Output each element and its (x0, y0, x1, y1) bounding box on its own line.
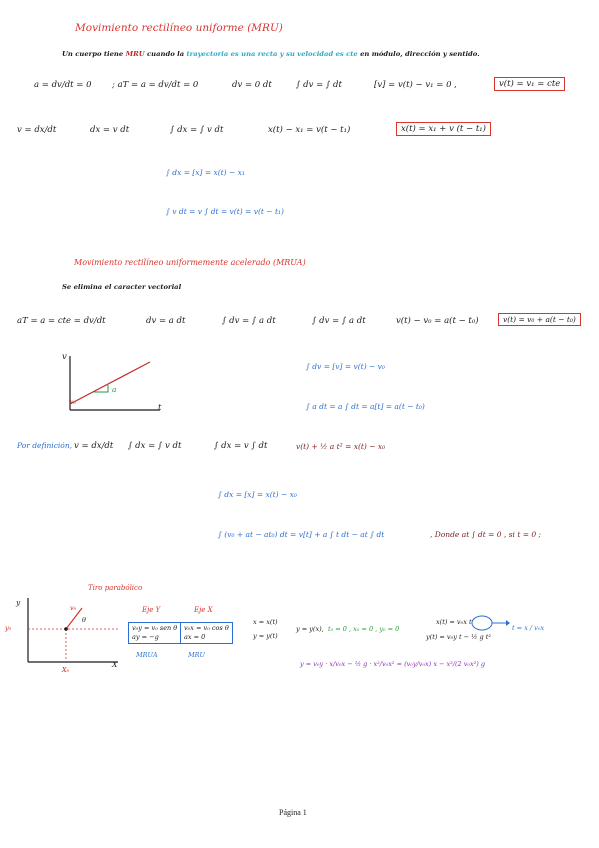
mru-eq2b: dx = v dt (90, 125, 130, 135)
eje-y-line1: v₀y = v₀ sen θ (132, 624, 178, 632)
tiro-v0-label: v₀ (70, 604, 77, 612)
tiro-arrow (471, 615, 510, 631)
tiro-sys-a: x = x(t) (253, 618, 278, 626)
intro-mru: MRU (125, 50, 145, 58)
graph-line (69, 361, 151, 405)
velocity-time-graph (69, 356, 160, 411)
graph-slope-triangle (94, 385, 109, 393)
mru-intro: Un cuerpo tiene MRU cuando la trayectori… (62, 50, 480, 58)
mrua-intro: Se elimina el caracter vectorial (62, 283, 182, 291)
mrua-eq1c: ∫ dv = ∫ a dt (222, 316, 276, 326)
intro-text-b: cuando la (144, 50, 187, 58)
mru-eq2c: ∫ dx = ∫ v dt (170, 125, 224, 135)
mru-eq1a: a = dv/dt = 0 (34, 80, 92, 90)
intro-text-a: Un cuerpo tiene (62, 50, 126, 58)
tiro-sys-c: y = y(x), (296, 625, 324, 633)
mru-eq1b: ; aT = a = dv/dt = 0 (112, 80, 199, 90)
graph-v-label: v (62, 352, 67, 362)
graph-v0-label: v₀ (70, 399, 76, 406)
mru-eq1c: dv = 0 dt (232, 80, 272, 90)
tiro-x-axis-label: X (112, 660, 118, 669)
tiro-sys-f: t = x / v₀x (512, 624, 545, 632)
mrua-def5: ∫ dx = [x] = x(t) − x₀ (218, 490, 297, 499)
mru-result-box: v(t) = v₁ = cte (494, 77, 566, 91)
tiro-sys-e1: x(t) = v₀x t (436, 618, 472, 626)
eje-x-box: v₀x = v₀ cos θ ax = 0 (180, 622, 233, 644)
tiro-sys-d: t₀ = 0 , x₀ = 0 , y₀ = 0 (328, 625, 400, 633)
mru-eq2a: v = dx/dt (17, 125, 57, 135)
mrua-def6: ∫ (v₀ + at − at₀) dt = v[t] + a ∫ t dt −… (218, 530, 385, 539)
eje-x-line1: v₀x = v₀ cos θ (184, 624, 229, 632)
mru-eq2d: x(t) − x₁ = v(t − t₁) (268, 125, 351, 135)
mrua-eq1b: dv = a dt (146, 316, 186, 326)
mru-eq1e: [v] = v(t) − v₁ = 0 , (374, 80, 457, 90)
mrua-eq1a: aT = a = cte = dv/dt (17, 316, 106, 326)
diagram-origin-point (64, 627, 68, 631)
mru-position-box: x(t) = x₁ + v (t − t₁) (396, 122, 491, 136)
tiro-x0-label: X₀ (62, 666, 70, 674)
mrua-title: Movimiento rectilíneo uniformemente acel… (74, 258, 306, 267)
mrua-eq2: ∫ dv = [v] = v(t) − v₀ (306, 362, 385, 371)
graph-a-label: a (112, 385, 117, 394)
mrua-eq1e: v(t) − v₀ = a(t − t₀) (396, 316, 479, 326)
mrua-def2: ∫ dx = ∫ v dt (128, 441, 182, 451)
tiro-title: Tiro parabólico (88, 584, 143, 592)
projectile-diagram (27, 598, 118, 663)
tiro-sys-e2: y(t) = v₀y t − ½ g t² (426, 633, 491, 641)
eje-y-line2: ay = −g (132, 633, 159, 641)
mru-eq3: ∫ dx = [x] = x(t) − x₁ (166, 168, 245, 177)
intro-text-d: en módulo, dirección y sentido. (357, 50, 480, 58)
por-definicion-label: Por definición, (17, 441, 73, 450)
eje-y-tag: MRUA (136, 651, 158, 659)
mru-eq4: ∫ v dt = v ∫ dt = v(t) = v(t − t₁) (166, 207, 284, 216)
tiro-y0-label: y₀ (5, 624, 12, 632)
eje-x-line2: ax = 0 (184, 633, 206, 641)
mrua-def6b: , Donde at ∫ dt = 0 , si t = 0 ; (430, 530, 542, 539)
tiro-sys-b: y = y(t) (253, 632, 278, 640)
tiro-theta-label: θ (82, 616, 86, 624)
diagram-v0-vector (65, 607, 83, 630)
mrua-def4: v(t) + ½ a t² = x(t) − x₀ (296, 442, 386, 451)
tiro-y-axis-label: y (16, 598, 21, 607)
mrua-def1: v = dx/dt (74, 441, 114, 451)
mrua-eq3: ∫ a dt = a ∫ dt = a[t] = a(t − t₀) (306, 402, 425, 411)
mru-eq1d: ∫ dv = ∫ dt (296, 80, 342, 90)
page-number: Página 1 (279, 808, 307, 817)
eje-x-tag: MRU (188, 651, 206, 659)
intro-highlight: trayectoria es una recta y su velocidad … (186, 50, 358, 58)
tiro-final-equation: y = v₀y · x/v₀x − ½ g · x²/v₀x² = (v₀y/v… (300, 660, 486, 668)
mrua-def3: ∫ dx = v ∫ dt (214, 441, 268, 451)
graph-t-label: t (158, 403, 162, 413)
mrua-eq1d: ∫ dv = ∫ a dt (312, 316, 366, 326)
mru-title: Movimiento rectilíneo uniforme (MRU) (75, 22, 283, 34)
eje-y-title: Eje Y (142, 606, 161, 614)
eje-y-box: v₀y = v₀ sen θ ay = −g (128, 622, 182, 644)
eje-x-title: Eje X (194, 606, 213, 614)
mrua-result-box: v(t) = v₀ + a(t − t₀) (498, 313, 581, 326)
